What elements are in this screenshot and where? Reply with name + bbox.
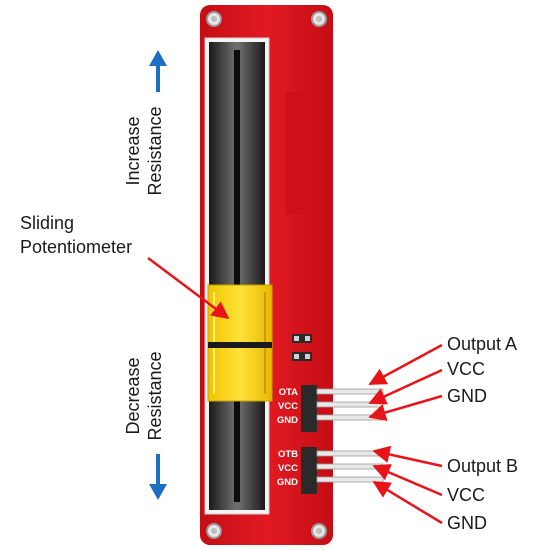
slider-pointer-arrow: [147, 257, 230, 320]
silkscreen-area: [286, 92, 312, 214]
slider-knob[interactable]: [207, 284, 273, 402]
pin-label-gnd-bottom: GND: [277, 477, 298, 488]
pin-label-vcc-top: VCC: [278, 401, 298, 412]
gnd-a-label: GND: [447, 386, 487, 406]
pin-label-gnd-top: GND: [277, 415, 298, 426]
increase-arrow-icon: [149, 50, 167, 92]
header-top: [301, 385, 384, 432]
increase-label-line1: Increase: [123, 116, 143, 186]
mounting-holes: [206, 11, 327, 539]
increase-resistance-label: Increase Resistance: [122, 91, 168, 211]
output-b-label: Output B: [447, 456, 519, 476]
pin-label-vcc-bottom: VCC: [278, 463, 298, 474]
vcc-a-label: VCC: [447, 359, 486, 379]
sliding-label-line1: Sliding: [20, 213, 75, 233]
output-arrows: [368, 343, 443, 525]
smd-components: [292, 334, 312, 361]
gnd-b-label: GND: [447, 513, 487, 533]
decrease-arrow-icon: [149, 454, 167, 500]
output-a-label: Output A: [447, 334, 518, 354]
decrease-label-line1: Decrease: [123, 357, 143, 435]
vcc-b-label: VCC: [447, 485, 486, 505]
decrease-resistance-label: Decrease Resistance: [122, 336, 168, 456]
pin-label-ota: OTA: [279, 387, 298, 398]
decrease-label-line2: Resistance: [145, 351, 165, 441]
pin-label-otb: OTB: [278, 449, 298, 460]
sliding-label-line2: Potentiometer: [20, 237, 133, 257]
increase-label-line2: Resistance: [145, 106, 165, 196]
header-bottom: [301, 447, 384, 494]
